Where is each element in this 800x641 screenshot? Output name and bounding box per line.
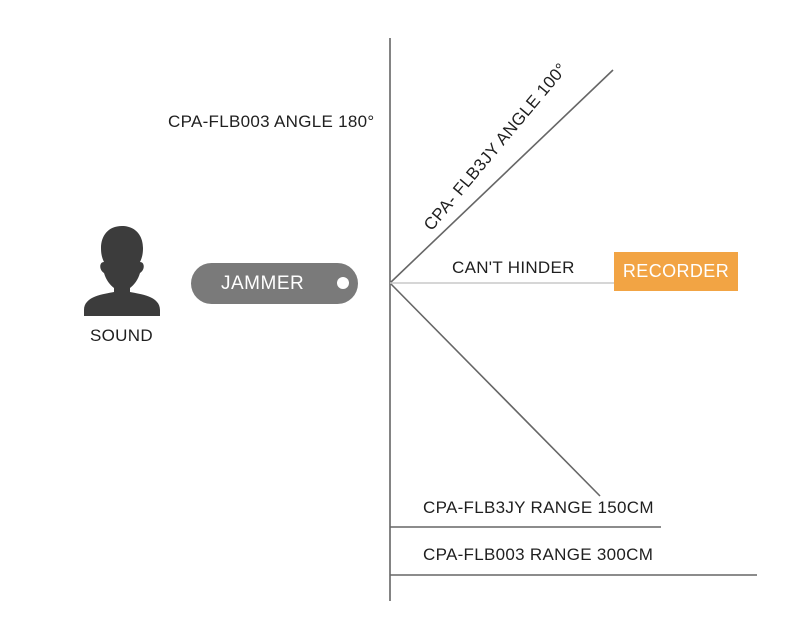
range-150-label: CPA-FLB3JY RANGE 150CM (423, 498, 654, 517)
lower-angle-ray (389, 282, 601, 497)
jammer-device: JAMMER (191, 263, 358, 304)
cant-hinder-label: CAN'T HINDER (452, 258, 575, 277)
jammer-label: JAMMER (221, 273, 305, 294)
person-silhouette-icon (84, 226, 160, 316)
recorder-box: RECORDER (614, 252, 738, 291)
range-300-label: CPA-FLB003 RANGE 300CM (423, 545, 654, 564)
jammer-emitter-dot (337, 277, 349, 289)
upper-angle-ray (389, 69, 614, 284)
angle-180-label: CPA-FLB003 ANGLE 180° (168, 112, 375, 131)
sound-label: SOUND (90, 326, 153, 345)
